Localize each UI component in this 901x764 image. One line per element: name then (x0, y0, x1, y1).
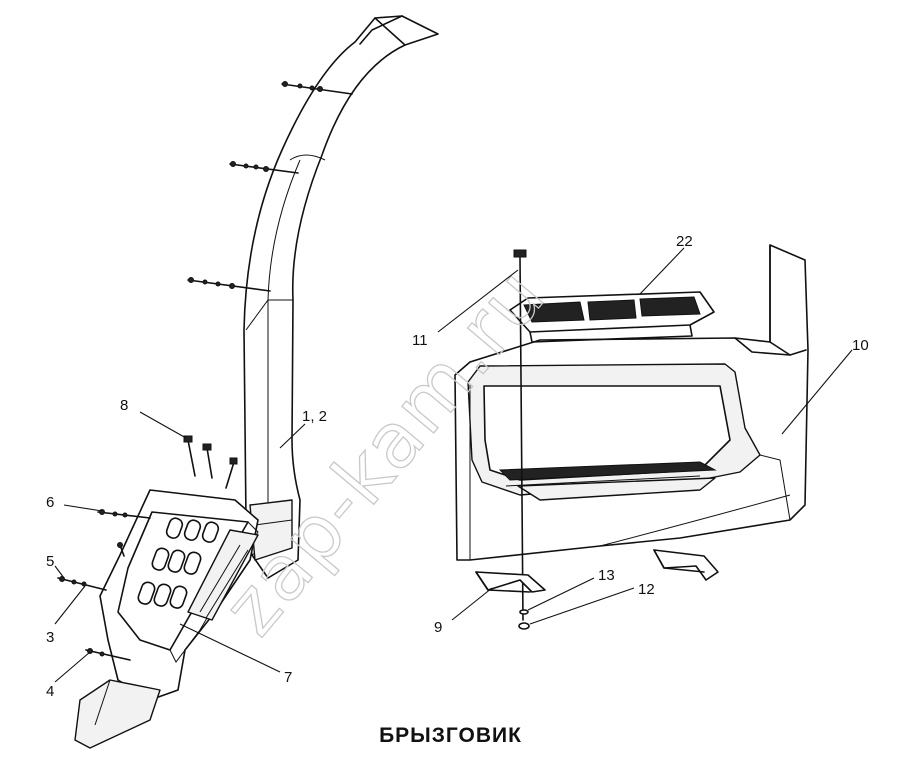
callout-1-2: 1, 2 (279, 408, 327, 449)
vertical-bolt (513, 249, 530, 630)
arm-bolt-middle (229, 161, 299, 174)
callout-12: 12 (529, 581, 655, 625)
callout-label-6: 6 (46, 494, 54, 511)
callout-9: 9 (434, 587, 493, 636)
callout-11: 11 (412, 269, 519, 349)
mudguard-arm (243, 15, 439, 579)
callout-label-9: 9 (434, 619, 442, 636)
left-mudguard-assembly (57, 15, 439, 749)
bracket-bolts (57, 435, 238, 661)
callout-label-8: 8 (120, 397, 128, 414)
callout-22: 22 (639, 233, 693, 295)
callout-6: 6 (46, 494, 103, 512)
callout-7: 7 (179, 623, 292, 686)
callout-3: 3 (46, 585, 86, 646)
bracket-right (653, 549, 719, 581)
callout-13: 13 (527, 567, 615, 611)
callout-label-1-2: 1, 2 (302, 408, 327, 425)
callout-10: 10 (781, 337, 869, 435)
bracket-left (475, 571, 546, 593)
diagram-caption: БРЫЗГОВИК (379, 724, 522, 747)
arm-bolt-lower (187, 277, 271, 292)
callout-label-3: 3 (46, 629, 54, 646)
callout-label-13: 13 (598, 567, 615, 584)
callout-5: 5 (46, 553, 65, 579)
callout-label-10: 10 (852, 337, 869, 354)
callout-8: 8 (120, 397, 187, 439)
arm-bolt-upper (281, 81, 353, 95)
callout-label-4: 4 (46, 683, 54, 700)
step-plate-slots (137, 517, 220, 609)
callout-label-12: 12 (638, 581, 655, 598)
callout-4: 4 (46, 651, 91, 700)
callout-label-22: 22 (676, 233, 693, 250)
callout-label-7: 7 (284, 669, 292, 686)
right-mudguard-assembly (454, 244, 809, 630)
callout-label-11: 11 (412, 332, 428, 349)
callout-label-5: 5 (46, 553, 54, 570)
